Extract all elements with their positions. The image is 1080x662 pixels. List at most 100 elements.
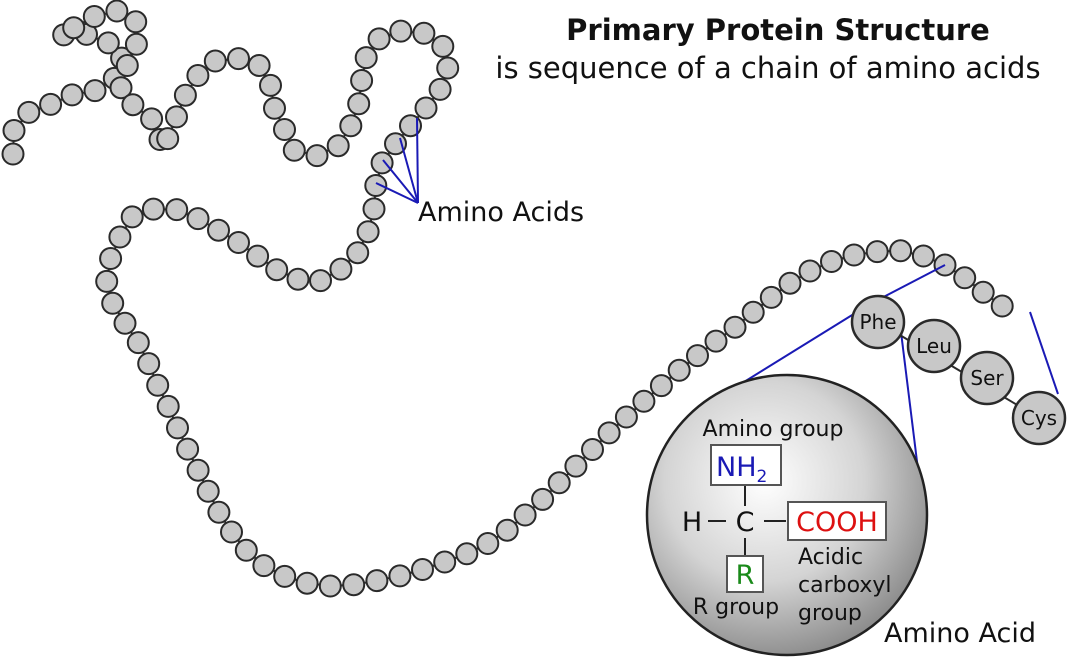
chain-bead [326,134,350,158]
chain-bead [431,34,455,58]
chain-bead [597,421,621,445]
chain-bead [273,564,297,588]
chain-bead [759,285,783,309]
chain-bead [186,207,210,231]
chain-bead [1,142,25,166]
chain-bead [667,358,691,382]
residue-phe: Phe [850,294,906,350]
chain-bead [614,405,638,429]
r-box [726,555,764,593]
chain-bead [165,105,188,129]
chain-bead [186,458,210,482]
chain-bead [436,56,460,80]
chain-bead [156,394,180,418]
chain-bead [329,257,353,281]
chain-bead [227,231,250,254]
amino-acids-pointer-lines [375,117,419,204]
chain-bead [309,269,332,293]
r-group-label: R group [693,595,779,620]
chain-bead [704,329,728,353]
chain-bead [176,437,200,461]
chain-bead [362,197,386,221]
chain-bead [156,127,180,151]
chain-bead [354,46,378,70]
chain-bead [367,27,391,51]
chain-bead [146,373,170,397]
chain-bead [433,550,457,574]
chain-bead [137,352,161,376]
residue-cys-label: Cys [1021,406,1057,430]
chain-bead [388,564,412,588]
amino-group-label: Amino group [703,417,844,442]
chain-bead [203,49,227,73]
nh2-formula: NH2 [716,452,767,487]
chain-bead [282,138,306,162]
cooh-formula: COOH [796,507,878,538]
amino-acid-detail: Amino group NH2 H C COOH R R group Acidi… [645,373,1036,657]
chain-bead [971,280,995,304]
acidic-carboxyl-label-3: group [798,601,862,626]
carbon-atom: C [736,507,755,538]
amino-acid-caption: Amino Acid [884,618,1036,649]
chain-bead [263,96,286,120]
chain-bead [99,247,123,270]
chain-bead [95,269,119,293]
chain-bead [124,10,148,34]
chain-bead [370,151,394,175]
chain-bead [286,267,310,291]
chain-bead [39,92,63,116]
chain-bead [632,389,656,413]
chain-bead [412,21,436,45]
chain-bead [108,225,132,249]
chain-bead [513,503,537,527]
acidic-carboxyl-label-2: carboxyl [798,573,892,598]
chain-bead [207,500,231,524]
chain-bead [911,244,935,268]
chain-bead [186,64,210,87]
chain-bead [953,266,977,290]
chain-bead [120,205,144,229]
residue-leu: Leu [906,318,962,374]
residue-cys: Cys [1011,390,1067,446]
hydrogen-atom: H [682,507,702,538]
residue-ser-label: Ser [970,366,1004,390]
chain-bead [62,16,86,40]
chain-bead [364,174,388,197]
chain-bead [581,438,604,461]
acidic-carboxyl-label-1: Acidic [798,545,863,570]
chain-bead [389,19,413,43]
residue-phe-label: Phe [859,310,896,334]
chain-bead [649,374,673,398]
chain-bead [547,471,571,495]
chain-bead [196,479,220,503]
chain-bead [778,271,802,295]
chain-bead [96,31,120,55]
chain-bead [259,73,282,97]
chain-bead [350,69,374,92]
chain-bead [990,294,1014,318]
cooh-box [787,501,887,541]
chain-bead [342,573,366,597]
chain-bead [723,315,747,339]
chain-bead [686,344,709,368]
chain-bead [865,240,889,264]
chain-bead [305,144,329,168]
chain-bead [165,198,189,222]
chain-bead [411,558,434,581]
chain-bead [365,569,389,593]
chain-bead [141,197,165,221]
chain-bead [234,538,258,562]
chain-bead [227,47,250,71]
chain-bead [173,83,197,107]
chain-bead [273,118,296,141]
diagram-subtitle: is sequence of a chain of amino acids [495,51,1040,85]
chain-bead [356,220,380,244]
chain-bead [265,258,289,282]
chain-bead [109,76,133,100]
chain-bead [126,331,150,355]
chain-bead [428,77,452,101]
chain-bead [101,291,125,315]
chain-bead [2,119,26,142]
chain-bead [83,79,107,103]
